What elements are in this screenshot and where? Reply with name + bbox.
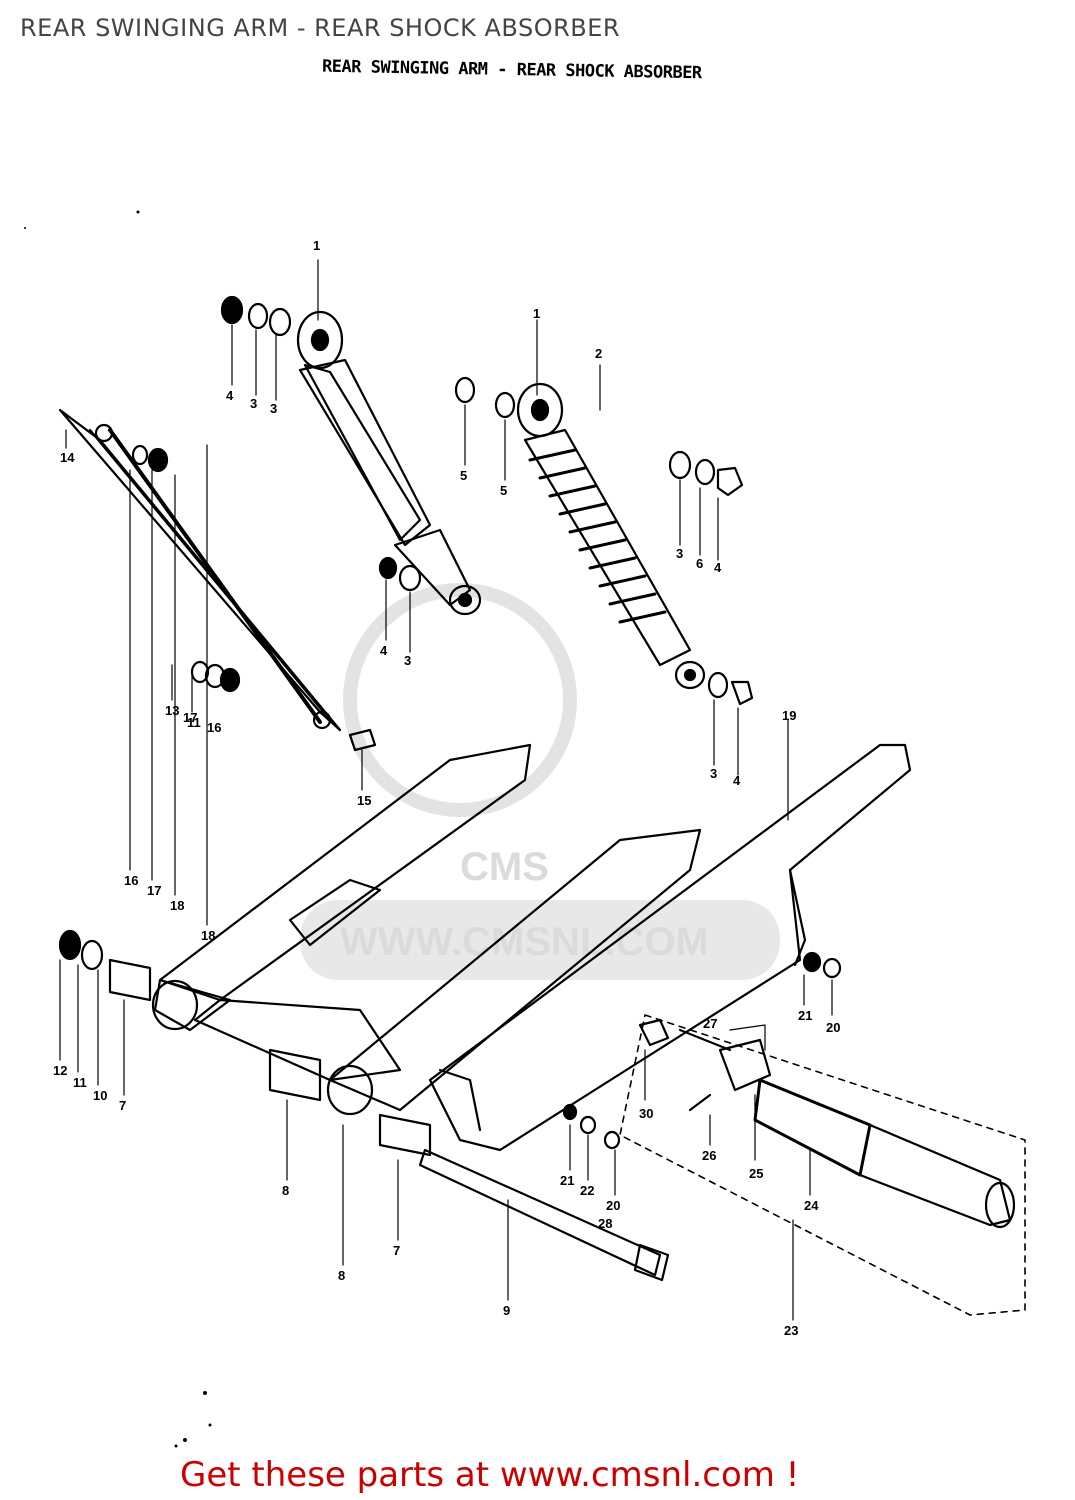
callout-label: 5 (500, 483, 507, 498)
right-shock-absorber (516, 382, 706, 690)
callout-label: 1 (313, 238, 320, 253)
callout-label: 7 (393, 1243, 400, 1258)
scan-specks (24, 210, 212, 1448)
callout-label: 16 (124, 873, 138, 888)
page-title: REAR SWINGING ARM - REAR SHOCK ABSORBER (20, 14, 621, 42)
callout-label: 26 (702, 1148, 716, 1163)
watermark-logo-text: CMS (460, 845, 549, 889)
callout-label: 17 (147, 883, 161, 898)
callout-label: 21 (560, 1173, 574, 1188)
washers-and-nuts (220, 295, 754, 706)
callout-label: 14 (60, 450, 75, 465)
callout-label: 11 (187, 715, 201, 730)
leader-lines (59, 259, 833, 1321)
callout-label: 1 (533, 306, 540, 321)
footer-link-text[interactable]: Get these parts at www.cmsnl.com ! (180, 1455, 800, 1495)
callout-label: 17 (183, 710, 197, 725)
callout-label: 3 (710, 766, 717, 781)
chain-case (428, 743, 912, 1152)
callout-label: 16 (207, 720, 221, 735)
callout-label: 6 (696, 556, 703, 571)
callout-label: 20 (606, 1198, 620, 1213)
callout-label: 4 (714, 560, 722, 575)
callout-label: 4 (733, 773, 741, 788)
callout-label: 4 (380, 643, 388, 658)
callout-label: 28 (598, 1216, 612, 1231)
callout-label: 12 (53, 1063, 67, 1078)
callout-label: 23 (784, 1323, 798, 1338)
small-hardware (131, 444, 842, 1150)
chain-adjuster-assembly (619, 1014, 1026, 1316)
callout-label: 18 (170, 898, 184, 913)
callout-label: 7 (119, 1098, 126, 1113)
callout-label: 20 (826, 1020, 840, 1035)
callout-label: 27 (703, 1016, 717, 1031)
callout-label: 21 (798, 1008, 812, 1023)
callout-label: 2 (595, 346, 602, 361)
callout-label: 8 (282, 1183, 289, 1198)
callout-label: 3 (404, 653, 411, 668)
swing-arm (151, 743, 702, 1116)
callout-label: 8 (338, 1268, 345, 1283)
callout-label: 3 (676, 546, 683, 561)
bushings (58, 929, 432, 1157)
callout-label: 3 (250, 396, 257, 411)
watermark-url-text: WWW.CMSNL.COM (340, 920, 709, 964)
callout-label: 9 (503, 1303, 510, 1318)
callout-label: 24 (804, 1198, 819, 1213)
exploded-parts-diagram: CMS WWW.CMSNL.COM (24, 210, 1026, 1448)
callout-label: 30 (639, 1106, 653, 1121)
callout-label: 4 (226, 388, 234, 403)
callout-label: 19 (782, 708, 796, 723)
left-shock-absorber (296, 310, 482, 616)
callout-label: 10 (93, 1088, 107, 1103)
callout-label: 22 (580, 1183, 594, 1198)
callout-label: 13 (165, 703, 179, 718)
callout-label: 11 (73, 1075, 87, 1090)
pivot-shaft (418, 1148, 670, 1282)
callout-label: 15 (357, 793, 371, 808)
callout-label: 3 (270, 401, 277, 416)
callout-label: 5 (460, 468, 467, 483)
callout-numbers: 1 1 2 3 3 3 3 3 4 4 4 4 5 5 6 7 7 8 8 9 … (53, 238, 840, 1338)
callout-label: 18 (201, 928, 215, 943)
cmsnl-watermark-logo: CMS WWW.CMSNL.COM (300, 583, 780, 980)
callout-label: 25 (749, 1166, 763, 1181)
